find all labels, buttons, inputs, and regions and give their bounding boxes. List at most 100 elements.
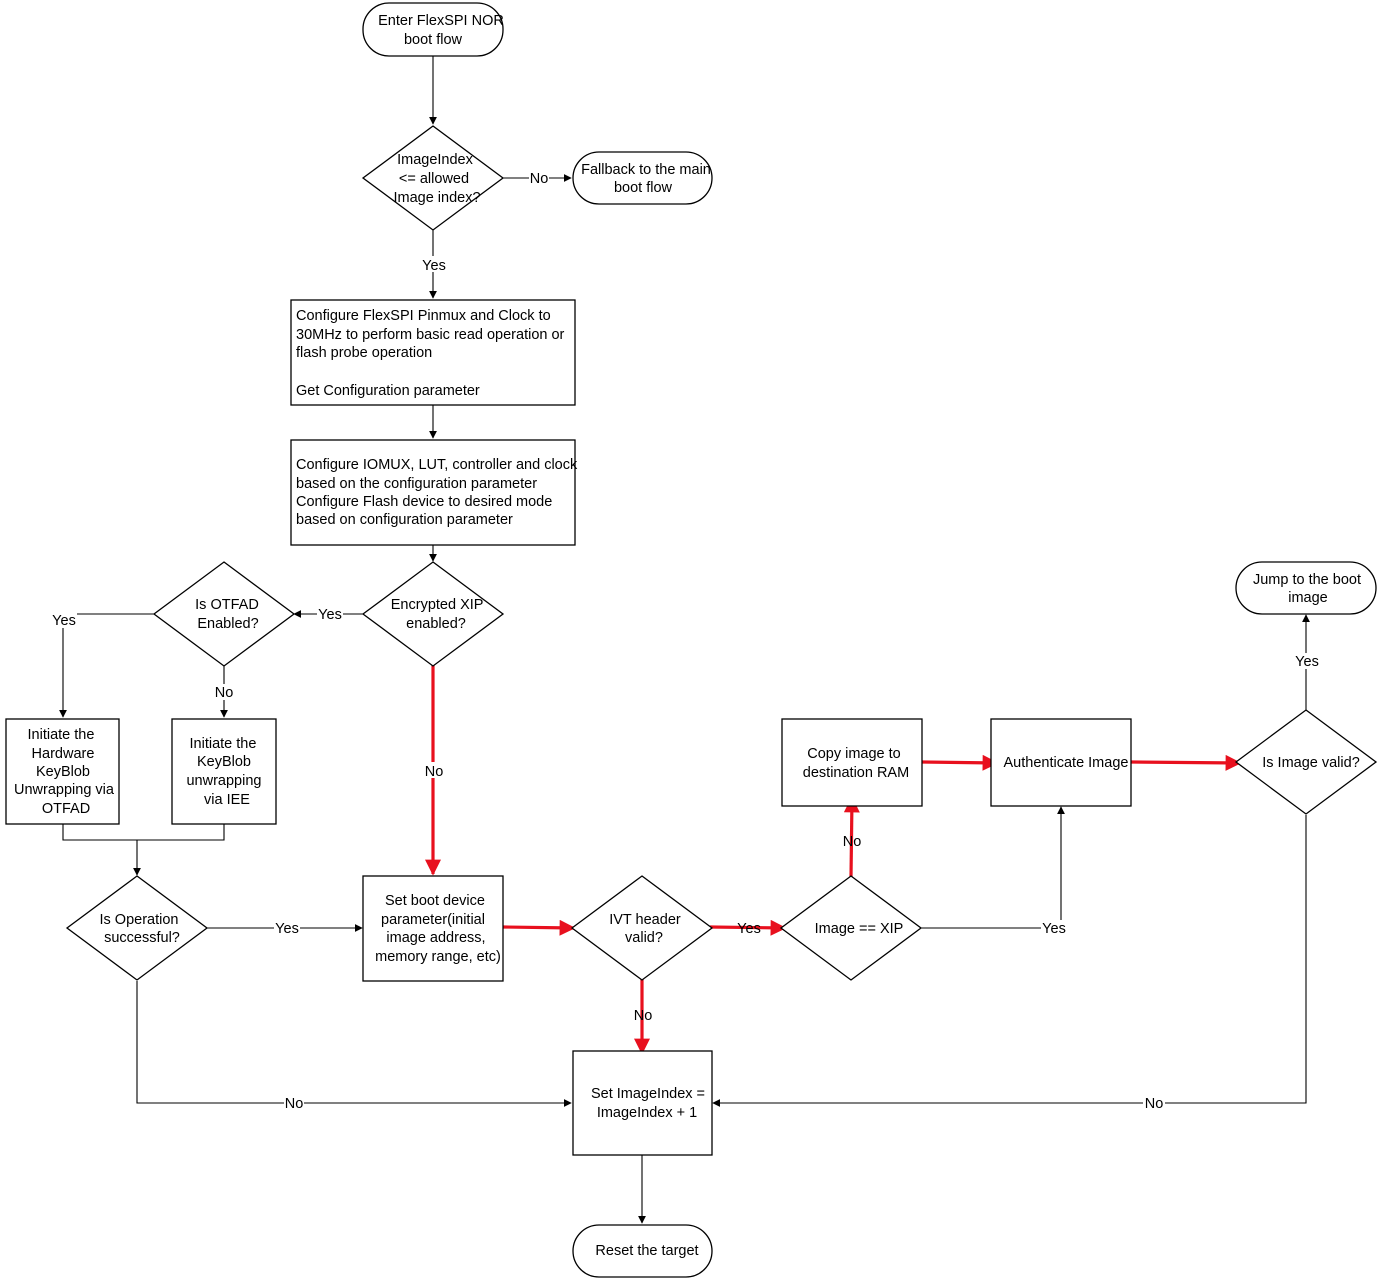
reset-line-1: Reset the target: [595, 1243, 698, 1259]
iomux-line-2: based on the configuration parameter: [296, 476, 537, 492]
edge-xip-yes-auth: [921, 806, 1065, 929]
svg-text:Set ImageIndex = Image: Set ImageIndex = ImageIndex + 1: [591, 1086, 709, 1121]
jump-line-1: Jump to the boot: [1253, 572, 1361, 588]
otfad-line-2: Enabled?: [197, 616, 258, 632]
encrypted-line-1: Encrypted XIP: [391, 597, 483, 613]
init-otfad-line-1: Initiate the: [28, 727, 95, 743]
xip-line-1: Image == XIP: [815, 921, 904, 937]
label-op-yes: Yes: [275, 921, 299, 937]
encrypted-line-2: enabled?: [406, 616, 466, 632]
node-enter: Enter FlexSPI NOR boot flow: [362, 2, 508, 57]
node-init-otfad: Initiate the Hardware KeyBlob Unwrapping…: [5, 718, 120, 825]
node-is-otfad: Is OTFAD Enabled?: [152, 561, 296, 667]
edge-valid-no-setindex: [712, 815, 1307, 1107]
label-valid-yes: Yes: [1295, 654, 1319, 670]
hl-auth-to-valid: [1130, 754, 1242, 771]
flexspi-line-3: flash probe operation: [296, 345, 432, 361]
svg-text:Is Operation successfu: Is Operation successful?: [99, 912, 182, 946]
iomux-line-3: Configure Flash device to desired mode: [296, 494, 552, 510]
init-otfad-line-2: Hardware: [32, 746, 95, 762]
node-configure-iomux: Configure IOMUX, LUT, controller and clo…: [290, 439, 581, 546]
edge-otfad-yes-init: [59, 613, 154, 718]
svg-text:Authenticate Image: Authenticate Image: [1004, 755, 1129, 771]
setboot-line-3: image address,: [386, 930, 485, 946]
ivt-line-1: IVT header: [609, 912, 681, 928]
node-init-iee: Initiate the KeyBlob unwrapping via IEE: [171, 718, 277, 825]
label-otfad-no: No: [215, 685, 234, 701]
jump-line-2: image: [1288, 590, 1328, 606]
iomux-line-1: Configure IOMUX, LUT, controller and clo…: [296, 457, 578, 473]
svg-text:Encrypted XIP enabled?: Encrypted XIP enabled?: [391, 597, 487, 632]
node-reset: Reset the target: [572, 1224, 713, 1278]
svg-text:Configure IOMUX, LUT, controll: Configure IOMUX, LUT, controller and clo…: [296, 457, 581, 528]
setindex-line-2: ImageIndex + 1: [597, 1105, 697, 1121]
node-authenticate: Authenticate Image: [990, 718, 1132, 807]
otfad-line-1: Is OTFAD: [195, 597, 259, 613]
label-index-yes: Yes: [422, 258, 446, 274]
svg-text:Is OTFAD Enabled?: Is OTFAD Enabled?: [195, 597, 263, 632]
svg-text:Jump to the boot image: Jump to the boot image: [1253, 572, 1365, 606]
svg-text:Copy image to destinat: Copy image to destination RAM: [803, 746, 909, 781]
fallback-line-1: Fallback to the main: [581, 162, 711, 178]
svg-text:Initiate the Hardware: Initiate the Hardware KeyBlob Unwrapping…: [14, 727, 118, 817]
edge-op-no-setindex: [136, 981, 572, 1107]
edge-otfad-merge: [62, 824, 225, 841]
hl-xip-no-copy: [843, 796, 860, 878]
iomux-line-4: based on configuration parameter: [296, 512, 513, 528]
node-jump-boot: Jump to the boot image: [1235, 561, 1377, 615]
hl-copy-to-auth: [921, 754, 999, 771]
flexspi-line-5: Get Configuration parameter: [296, 383, 480, 399]
svg-text:Set boot device parame: Set boot device parameter(initial image …: [375, 893, 501, 965]
edge-labels: No Yes Yes No Yes No Yes No Yes No No Ye…: [51, 170, 1320, 1112]
setindex-line-1: Set ImageIndex =: [591, 1086, 705, 1102]
node-set-index: Set ImageIndex = ImageIndex + 1: [572, 1050, 713, 1156]
init-iee-line-2: KeyBlob: [197, 754, 251, 770]
node-configure-flexspi: Configure FlexSPI Pinmux and Clock to 30…: [290, 299, 576, 406]
label-ivt-yes: Yes: [737, 921, 761, 937]
node-image-valid: Is Image valid?: [1234, 709, 1378, 815]
label-op-no: No: [285, 1096, 304, 1112]
svg-text:Fallback to the main b: Fallback to the main boot flow: [581, 162, 715, 196]
node-set-boot-param: Set boot device parameter(initial image …: [362, 875, 504, 982]
index-line-3: Image index?: [393, 190, 480, 206]
label-otfad-yes: Yes: [52, 613, 76, 629]
valid-line-1: Is Image valid?: [1262, 755, 1360, 771]
node-image-index-check: ImageIndex <= allowed Image index?: [361, 125, 505, 231]
label-encrypted-yes: Yes: [318, 607, 342, 623]
setboot-line-1: Set boot device: [385, 893, 485, 909]
hl-ivt-yes-xip: [709, 919, 787, 936]
index-line-2: <= allowed: [399, 171, 469, 187]
setboot-line-4: memory range, etc): [375, 949, 501, 965]
node-copy-image: Copy image to destination RAM: [781, 718, 923, 807]
svg-text:IVT header valid?: IVT header valid?: [609, 912, 685, 946]
svg-text:Enter FlexSPI NOR boot: Enter FlexSPI NOR boot flow: [378, 13, 508, 48]
init-otfad-line-3: KeyBlob: [36, 764, 90, 780]
hl-setboot-to-ivt: [502, 919, 576, 936]
label-encrypted-no: No: [425, 764, 444, 780]
svg-text:Image == XIP: Image == XIP: [815, 921, 904, 937]
init-iee-line-1: Initiate the: [190, 736, 257, 752]
index-line-1: ImageIndex: [397, 152, 474, 168]
ivt-line-2: valid?: [625, 930, 663, 946]
node-op-success: Is Operation successful?: [65, 875, 209, 981]
op-line-1: Is Operation: [99, 912, 178, 928]
setboot-line-2: parameter(initial: [381, 912, 485, 928]
svg-text:Initiate the KeyBlob: Initiate the KeyBlob unwrapping via IEE: [186, 736, 265, 808]
svg-text:Configure FlexSPI Pinmux and C: Configure FlexSPI Pinmux and Clock to 30…: [296, 308, 568, 399]
flexspi-line-1: Configure FlexSPI Pinmux and Clock to: [296, 308, 551, 324]
flexspi-line-2: 30MHz to perform basic read operation or: [296, 327, 565, 343]
copy-line-1: Copy image to: [807, 746, 901, 762]
svg-text:Is Image valid?: Is Image valid?: [1262, 755, 1360, 771]
label-index-no: No: [530, 171, 549, 187]
enter-line-2: boot flow: [404, 32, 463, 48]
node-ivt-valid: IVT header valid?: [570, 875, 714, 981]
init-iee-line-3: unwrapping: [186, 773, 261, 789]
init-otfad-line-4: Unwrapping via: [14, 782, 115, 798]
copy-line-2: destination RAM: [803, 765, 909, 781]
op-line-2: successful?: [104, 930, 180, 946]
svg-text:ImageIndex <= allowed: ImageIndex <= allowed Image index?: [393, 152, 480, 206]
fallback-line-2: boot flow: [614, 180, 673, 196]
init-iee-line-4: via IEE: [204, 792, 250, 808]
init-otfad-line-5: OTFAD: [42, 801, 90, 817]
